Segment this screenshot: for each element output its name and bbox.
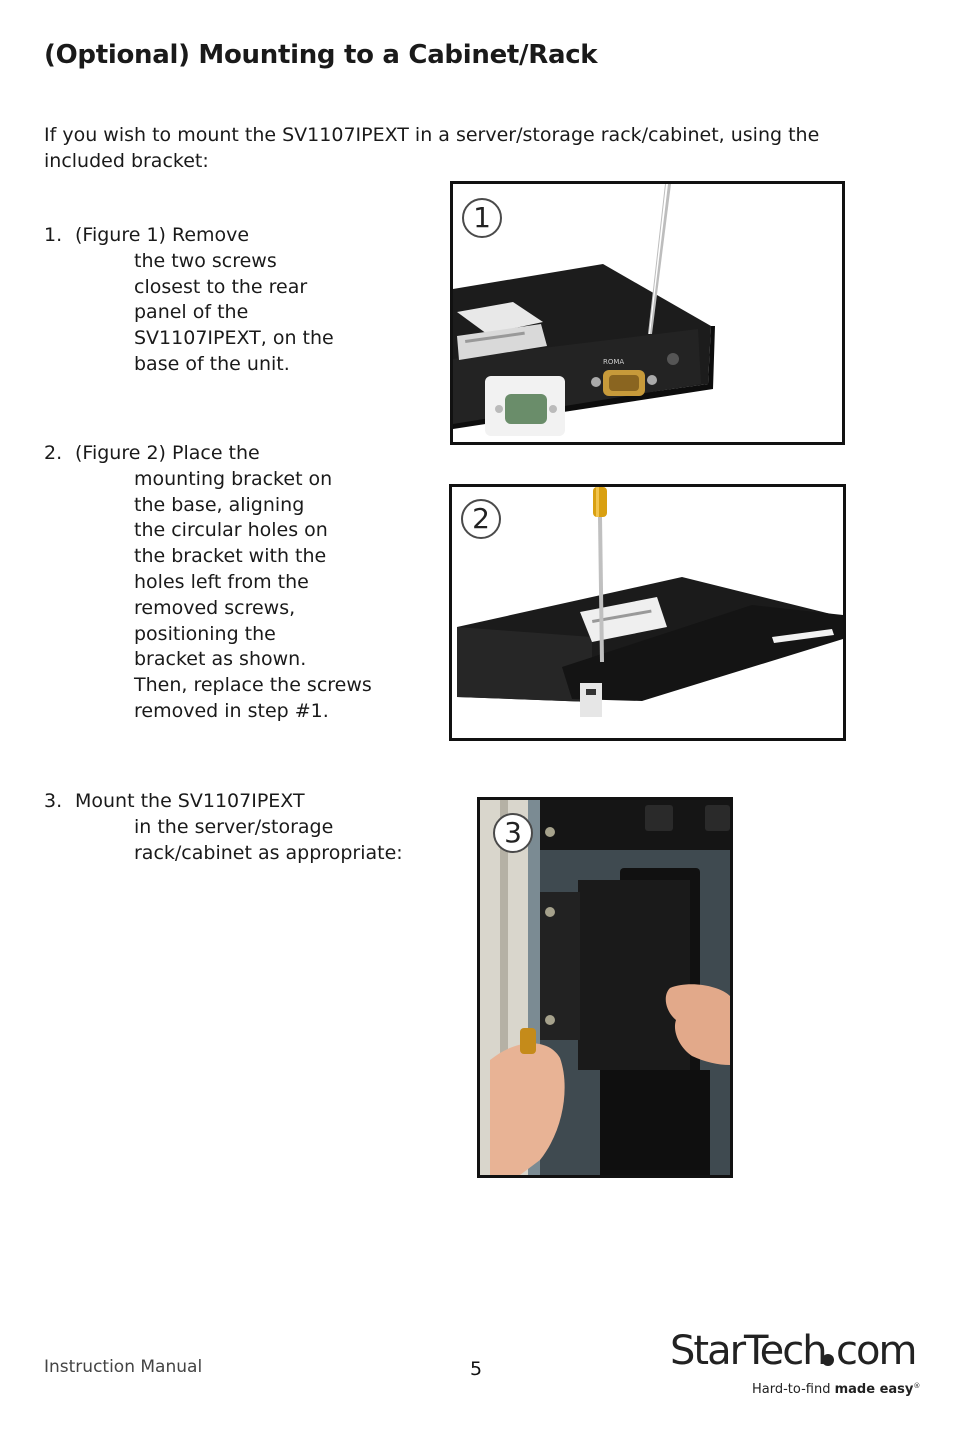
intro-paragraph: If you wish to mount the SV1107IPEXT in … bbox=[44, 124, 820, 172]
step-body: in the server/storage rack/cabinet as ap… bbox=[134, 815, 403, 867]
step-line: Then, replace the screws bbox=[134, 674, 372, 697]
svg-text:Hard-to-find made easy®: Hard-to-find made easy® bbox=[752, 1382, 920, 1397]
step-line: removed in step #1. bbox=[134, 699, 329, 722]
logo-registered-mark: ® bbox=[913, 1382, 920, 1390]
step-number: 2. bbox=[44, 442, 63, 464]
step-line: positioning the bbox=[134, 622, 276, 645]
step-line: in the server/storage bbox=[134, 815, 334, 838]
step-first-line: Mount the SV1107IPEXT bbox=[75, 790, 305, 812]
step-line: panel of the bbox=[134, 301, 249, 324]
figure-2-badge: 2 bbox=[461, 499, 501, 539]
step-number: 1. bbox=[44, 224, 63, 246]
step-first-line: (Figure 1) Remove bbox=[75, 224, 250, 246]
logo-brand-start: StarTech bbox=[670, 1328, 826, 1374]
step-line: mounting bracket on bbox=[134, 467, 333, 490]
bracket-placement-illustration bbox=[457, 487, 843, 717]
step-line: holes left from the bbox=[134, 570, 309, 593]
figure-2-photo: 2 bbox=[449, 484, 846, 741]
step-line: bracket as shown. bbox=[134, 648, 307, 671]
figure-1-badge: 1 bbox=[462, 198, 502, 238]
step-line: closest to the rear bbox=[134, 275, 308, 298]
step-line: base of the unit. bbox=[134, 352, 290, 375]
logo-tagline-bold: made easy bbox=[835, 1382, 914, 1397]
rack-mount-illustration bbox=[480, 800, 730, 1175]
step-line: SV1107IPEXT, on the bbox=[134, 327, 334, 350]
logo-brand-end: com bbox=[836, 1328, 915, 1374]
step-body: the two screws closest to the rear panel… bbox=[134, 249, 334, 378]
device-rear-panel-illustration: ROMA bbox=[453, 184, 715, 436]
step-line: rack/cabinet as appropriate: bbox=[134, 841, 403, 864]
step-line: the two screws bbox=[134, 249, 277, 272]
step-line: the circular holes on bbox=[134, 519, 328, 542]
footer-manual-label: Instruction Manual bbox=[44, 1357, 203, 1377]
page-number: 5 bbox=[470, 1358, 483, 1380]
figure-3-photo: 3 bbox=[477, 797, 733, 1178]
step-line: removed screws, bbox=[134, 596, 296, 619]
figure-3-badge: 3 bbox=[493, 813, 533, 853]
startech-logo: StarTech com Hard-to-find made easy® bbox=[670, 1328, 920, 1397]
step-number: 3. bbox=[44, 790, 63, 812]
step-body: mounting bracket on the base, aligning t… bbox=[134, 467, 372, 725]
page-title: (Optional) Mounting to a Cabinet/Rack bbox=[44, 40, 598, 70]
logo-dot bbox=[822, 1354, 834, 1366]
step-line: the bracket with the bbox=[134, 545, 327, 568]
logo-tagline-start: Hard-to-find bbox=[752, 1382, 835, 1397]
step-line: the base, aligning bbox=[134, 493, 305, 516]
svg-text:ROMA: ROMA bbox=[603, 358, 624, 366]
figure-1-photo: ROMA 1 bbox=[450, 181, 845, 445]
step-first-line: (Figure 2) Place the bbox=[75, 442, 260, 464]
